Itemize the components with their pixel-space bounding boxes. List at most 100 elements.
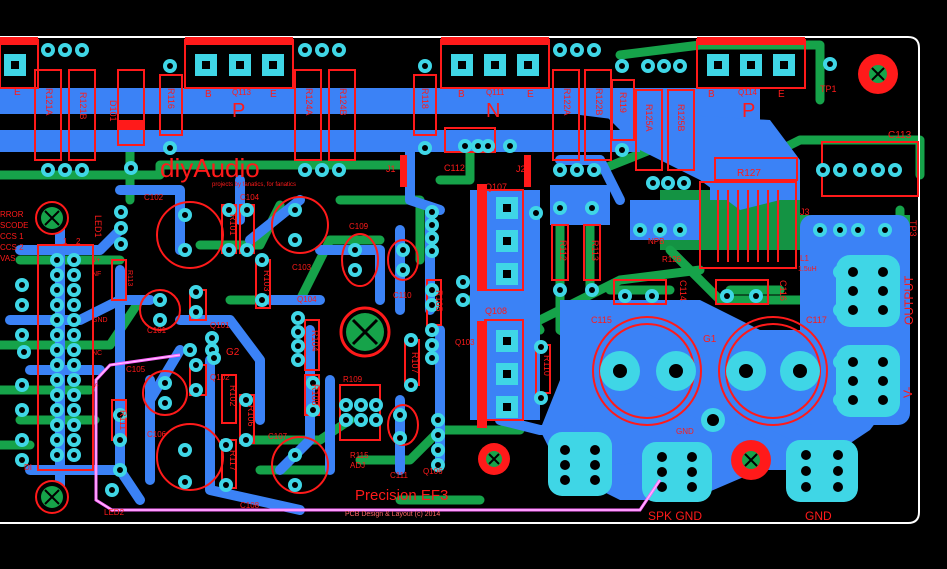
pad-hole bbox=[54, 422, 60, 428]
pad-hole bbox=[557, 47, 563, 53]
pad-hole bbox=[645, 63, 651, 69]
logo-tagline: projects by fanatics, for fanatics bbox=[212, 182, 296, 188]
svg-text:1.5uH: 1.5uH bbox=[798, 266, 817, 273]
pad-hole bbox=[182, 212, 188, 218]
pad-hole bbox=[665, 180, 671, 186]
svg-text:1: 1 bbox=[63, 237, 68, 246]
pad-hole bbox=[429, 342, 435, 348]
pad-hole bbox=[462, 143, 468, 149]
pad-hole bbox=[422, 63, 428, 69]
silkscreen-fills bbox=[0, 37, 805, 187]
pad-hole bbox=[429, 327, 435, 333]
rotated-labels: R121A R121B R124A R124B R122A R122B R125… bbox=[44, 88, 918, 471]
pad-hole bbox=[429, 248, 435, 254]
pad-hole bbox=[117, 437, 123, 443]
svg-text:C105: C105 bbox=[126, 365, 146, 374]
pad-hole bbox=[157, 317, 163, 323]
pad-hole bbox=[259, 297, 265, 303]
svg-text:R125A: R125A bbox=[644, 104, 654, 132]
pad-hole bbox=[193, 387, 199, 393]
pad-hole bbox=[557, 287, 563, 293]
pad-hole bbox=[243, 437, 249, 443]
pad-hole bbox=[54, 317, 60, 323]
svg-text:OUTPUT: OUTPUT bbox=[902, 275, 916, 325]
pad-hole bbox=[118, 241, 124, 247]
svg-text:G1: G1 bbox=[703, 334, 717, 345]
svg-text:Q104: Q104 bbox=[297, 295, 317, 304]
pad-hole bbox=[71, 347, 77, 353]
pad-hole bbox=[485, 143, 491, 149]
svg-text:R107: R107 bbox=[410, 352, 420, 374]
svg-text:TP1: TP1 bbox=[820, 84, 837, 94]
pad-hole bbox=[71, 257, 77, 263]
pad-hole bbox=[118, 209, 124, 215]
pad-hole bbox=[295, 329, 301, 335]
svg-text:R118: R118 bbox=[420, 88, 430, 109]
svg-text:R115: R115 bbox=[350, 451, 369, 460]
pads-layer bbox=[4, 43, 902, 502]
svg-text:GND: GND bbox=[92, 317, 108, 324]
pad-hole bbox=[435, 447, 441, 453]
pad-hole bbox=[336, 47, 342, 53]
pad-hole bbox=[79, 47, 85, 53]
svg-text:C110: C110 bbox=[393, 291, 412, 300]
pad-hole bbox=[373, 402, 379, 408]
pad-hole bbox=[223, 442, 229, 448]
pad-hole bbox=[422, 145, 428, 151]
svg-text:E: E bbox=[14, 87, 21, 98]
pad-hole bbox=[538, 395, 544, 401]
svg-text:ADJ: ADJ bbox=[350, 461, 365, 470]
pad-hole bbox=[677, 227, 683, 233]
pad-hole bbox=[45, 167, 51, 173]
pad-hole bbox=[71, 452, 77, 458]
svg-text:B: B bbox=[708, 89, 715, 100]
svg-text:R105: R105 bbox=[434, 290, 444, 312]
pad-hole bbox=[19, 457, 25, 463]
pad-hole bbox=[54, 287, 60, 293]
pad-hole bbox=[167, 145, 173, 151]
pad-hole bbox=[460, 297, 466, 303]
pad-hole bbox=[21, 349, 27, 355]
svg-text:GND: GND bbox=[676, 427, 694, 436]
svg-text:R102: R102 bbox=[228, 385, 238, 407]
pad-hole bbox=[557, 167, 563, 173]
pad-hole bbox=[54, 407, 60, 413]
pad-hole bbox=[574, 167, 580, 173]
pad-hole bbox=[54, 362, 60, 368]
pad-hole bbox=[857, 167, 863, 173]
pad-hole bbox=[292, 452, 298, 458]
pad-hole bbox=[54, 347, 60, 353]
pad-hole bbox=[54, 377, 60, 383]
mounting-hole-bottom-mid bbox=[478, 443, 510, 475]
svg-text:LED1: LED1 bbox=[93, 215, 103, 238]
pad-hole bbox=[827, 61, 833, 67]
pad-hole bbox=[574, 47, 580, 53]
pad-hole bbox=[19, 332, 25, 338]
svg-text:J1: J1 bbox=[386, 164, 396, 174]
pad-hole bbox=[661, 63, 667, 69]
svg-text:B: B bbox=[205, 89, 212, 100]
svg-text:R101: R101 bbox=[228, 214, 238, 236]
pad-hole bbox=[292, 207, 298, 213]
pad-hole bbox=[429, 235, 435, 241]
svg-text:R119: R119 bbox=[618, 92, 628, 113]
svg-text:NPB: NPB bbox=[648, 237, 664, 246]
pad-hole bbox=[117, 467, 123, 473]
pad-hole bbox=[193, 362, 199, 368]
svg-text:E: E bbox=[527, 89, 534, 100]
pad-hole bbox=[54, 272, 60, 278]
pad-hole bbox=[429, 209, 435, 215]
svg-text:V-: V- bbox=[901, 387, 915, 398]
pad-hole bbox=[54, 302, 60, 308]
pad-hole bbox=[429, 302, 435, 308]
svg-text:C114: C114 bbox=[678, 280, 688, 301]
pad-hole bbox=[244, 247, 250, 253]
svg-text:C103: C103 bbox=[292, 263, 312, 272]
pad-hole bbox=[358, 417, 364, 423]
pad-hole bbox=[243, 397, 249, 403]
pad-hole bbox=[343, 417, 349, 423]
pad-hole bbox=[226, 207, 232, 213]
svg-text:TP3: TP3 bbox=[908, 220, 918, 237]
pad-hole bbox=[182, 447, 188, 453]
